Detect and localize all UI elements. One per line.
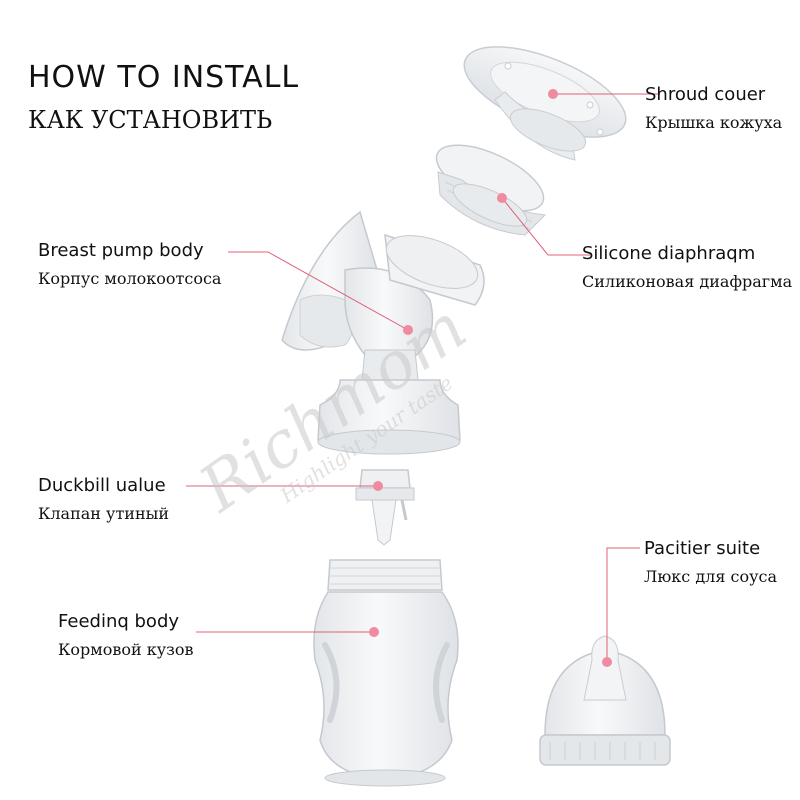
label-shroud-cover-ru: Крышка кожуха [645,113,783,132]
label-pacifier-suite-ru: Люкс для соуса [644,567,778,586]
marker-dots [369,89,612,667]
leader-lines [186,93,660,660]
silicone-diaphragm-part [435,144,547,236]
dot-breast-pump-body [403,325,413,335]
label-pacifier-suite-en: Pacitier suite [644,538,761,559]
leader-silicone-diaphragm [501,197,590,256]
label-shroud-cover-en: Shroud couer [645,84,766,105]
duckbill-valve-part [355,469,415,546]
dot-duckbill-valve [373,481,383,491]
label-shroud-cover: Shroud couer Крышка кожуха [645,84,782,134]
shroud-cover-part [463,46,627,161]
label-breast-pump-body: Breast pump body Корпус молокоотсоса [38,240,221,290]
dot-silicone-diaphragm [497,193,507,203]
label-feeding-body-ru: Кормовой кузов [58,640,194,659]
label-feeding-body-en: Feedinq body [58,611,180,632]
breast-pump-body-part [281,210,485,455]
label-duckbill-valve-en: Duckbill ualue [38,475,166,496]
dot-shroud-cover [548,89,558,99]
label-silicone-diaphragm: Silicone diaphraqm Силиконовая диафрагма [582,243,792,293]
label-duckbill-valve-ru: Клапан утиный [38,504,170,523]
label-silicone-diaphragm-ru: Силиконовая диафрагма [582,272,793,291]
pacifier-suite-part [539,635,671,766]
label-breast-pump-body-en: Breast pump body [38,240,204,261]
label-silicone-diaphragm-en: Silicone diaphraqm [582,243,756,264]
label-feeding-body: Feedinq body Кормовой кузов [58,611,194,661]
leader-breast-pump-body [228,251,409,331]
label-pacifier-suite: Pacitier suite Люкс для соуса [644,538,777,588]
leader-pacifier-suite [606,547,640,660]
title-russian: КАК УСТАНОВИТЬ [28,106,273,134]
title-english: HOW TO INSTALL [28,60,300,95]
dot-feeding-body [369,627,379,637]
feeding-bottle-part [313,559,459,787]
label-duckbill-valve: Duckbill ualue Клапан утиный [38,475,169,525]
dot-pacifier-suite [602,657,612,667]
label-breast-pump-body-ru: Корпус молокоотсоса [38,269,222,288]
